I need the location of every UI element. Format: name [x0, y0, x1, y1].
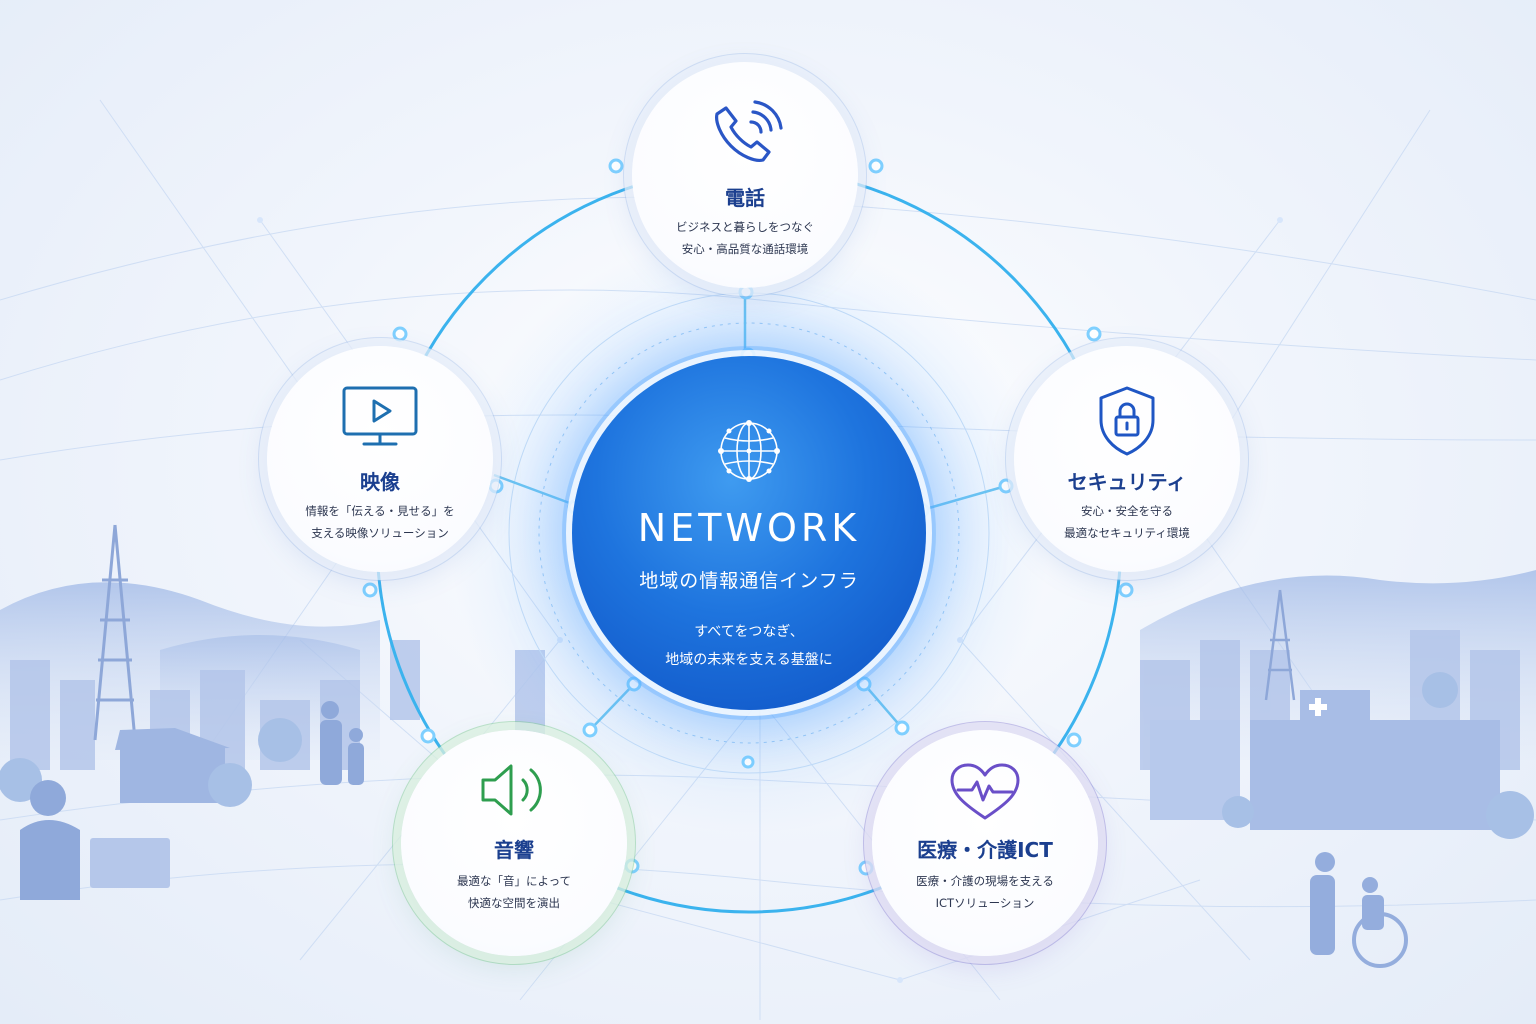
heart-pulse-icon: [950, 763, 1020, 820]
audio-description-line: 快適な空間を演出: [468, 896, 560, 910]
security-description-line: 安心・安全を守る: [1081, 504, 1173, 518]
security-title: セキュリティ: [1067, 470, 1187, 494]
service-node-phone: 電話 ビジネスと暮らしをつなぐ 安心・高品質な通話環境: [632, 62, 858, 288]
security-description: 安心・安全を守る 最適なセキュリティ環境: [1024, 500, 1230, 544]
people-left: [20, 701, 364, 900]
service-node-audio: 音響 最適な「音」によって 快適な空間を演出: [401, 730, 627, 956]
medical-description-line: ICTソリューション: [935, 896, 1035, 910]
right-trees: [1222, 672, 1534, 839]
service-node-video: 映像 情報を「伝える・見せる」を 支える映像ソリューション: [267, 346, 493, 572]
monitor-play-icon: [342, 386, 418, 446]
audio-description-line: 最適な「音」によって: [456, 874, 572, 888]
left-house: [115, 728, 230, 803]
hub-ring-dashed: [538, 322, 960, 744]
audio-title: 音響: [494, 838, 534, 862]
spokes: [493, 290, 1007, 731]
medical-title: 医療・介護ICT: [917, 838, 1053, 862]
shield-lock-icon: [1099, 386, 1155, 456]
hub-subtitle: 地域の情報通信インフラ: [639, 570, 859, 592]
hospital-cross: [1309, 698, 1327, 716]
video-description-line: 支える映像ソリューション: [311, 526, 449, 540]
hub-description-line: すべてをつなぎ、: [694, 624, 804, 640]
video-description: 情報を「伝える・見せる」を 支える映像ソリューション: [277, 500, 483, 544]
video-description-line: 情報を「伝える・見せる」を: [305, 504, 455, 518]
globe-network-icon: [718, 420, 780, 482]
speaker-icon: [481, 764, 542, 816]
radio-tower: [93, 524, 137, 741]
phone-title: 電話: [725, 186, 765, 210]
service-node-security: セキュリティ 安心・安全を守る 最適なセキュリティ環境: [1014, 346, 1240, 572]
hub-description-line: 地域の未来を支える基盤に: [665, 652, 833, 668]
right-tower: [1264, 589, 1296, 701]
phone-description: ビジネスと暮らしをつなぐ 安心・高品質な通話環境: [642, 216, 848, 260]
hospital: [1150, 690, 1500, 830]
hub-description: すべてをつなぎ、 地域の未来を支える基盤に: [572, 618, 926, 674]
medical-description-line: 医療・介護の現場を支える: [916, 874, 1054, 888]
video-title: 映像: [360, 470, 400, 494]
junction-dots: [362, 158, 1134, 876]
people-right: [1310, 852, 1408, 968]
audio-description: 最適な「音」によって 快適な空間を演出: [411, 870, 617, 914]
network-hub: NETWORK 地域の情報通信インフラ すべてをつなぎ、 地域の未来を支える基盤…: [572, 356, 926, 710]
phone-description-line: 安心・高品質な通話環境: [681, 242, 809, 256]
phone-icon: [715, 100, 783, 162]
medical-description: 医療・介護の現場を支える ICTソリューション: [882, 870, 1088, 914]
phone-description-line: ビジネスと暮らしをつなぐ: [676, 220, 814, 234]
security-description-line: 最適なセキュリティ環境: [1064, 526, 1190, 540]
service-node-medical: 医療・介護ICT 医療・介護の現場を支える ICTソリューション: [872, 730, 1098, 956]
hub-title: NETWORK: [637, 506, 861, 550]
left-trees: [0, 718, 302, 807]
